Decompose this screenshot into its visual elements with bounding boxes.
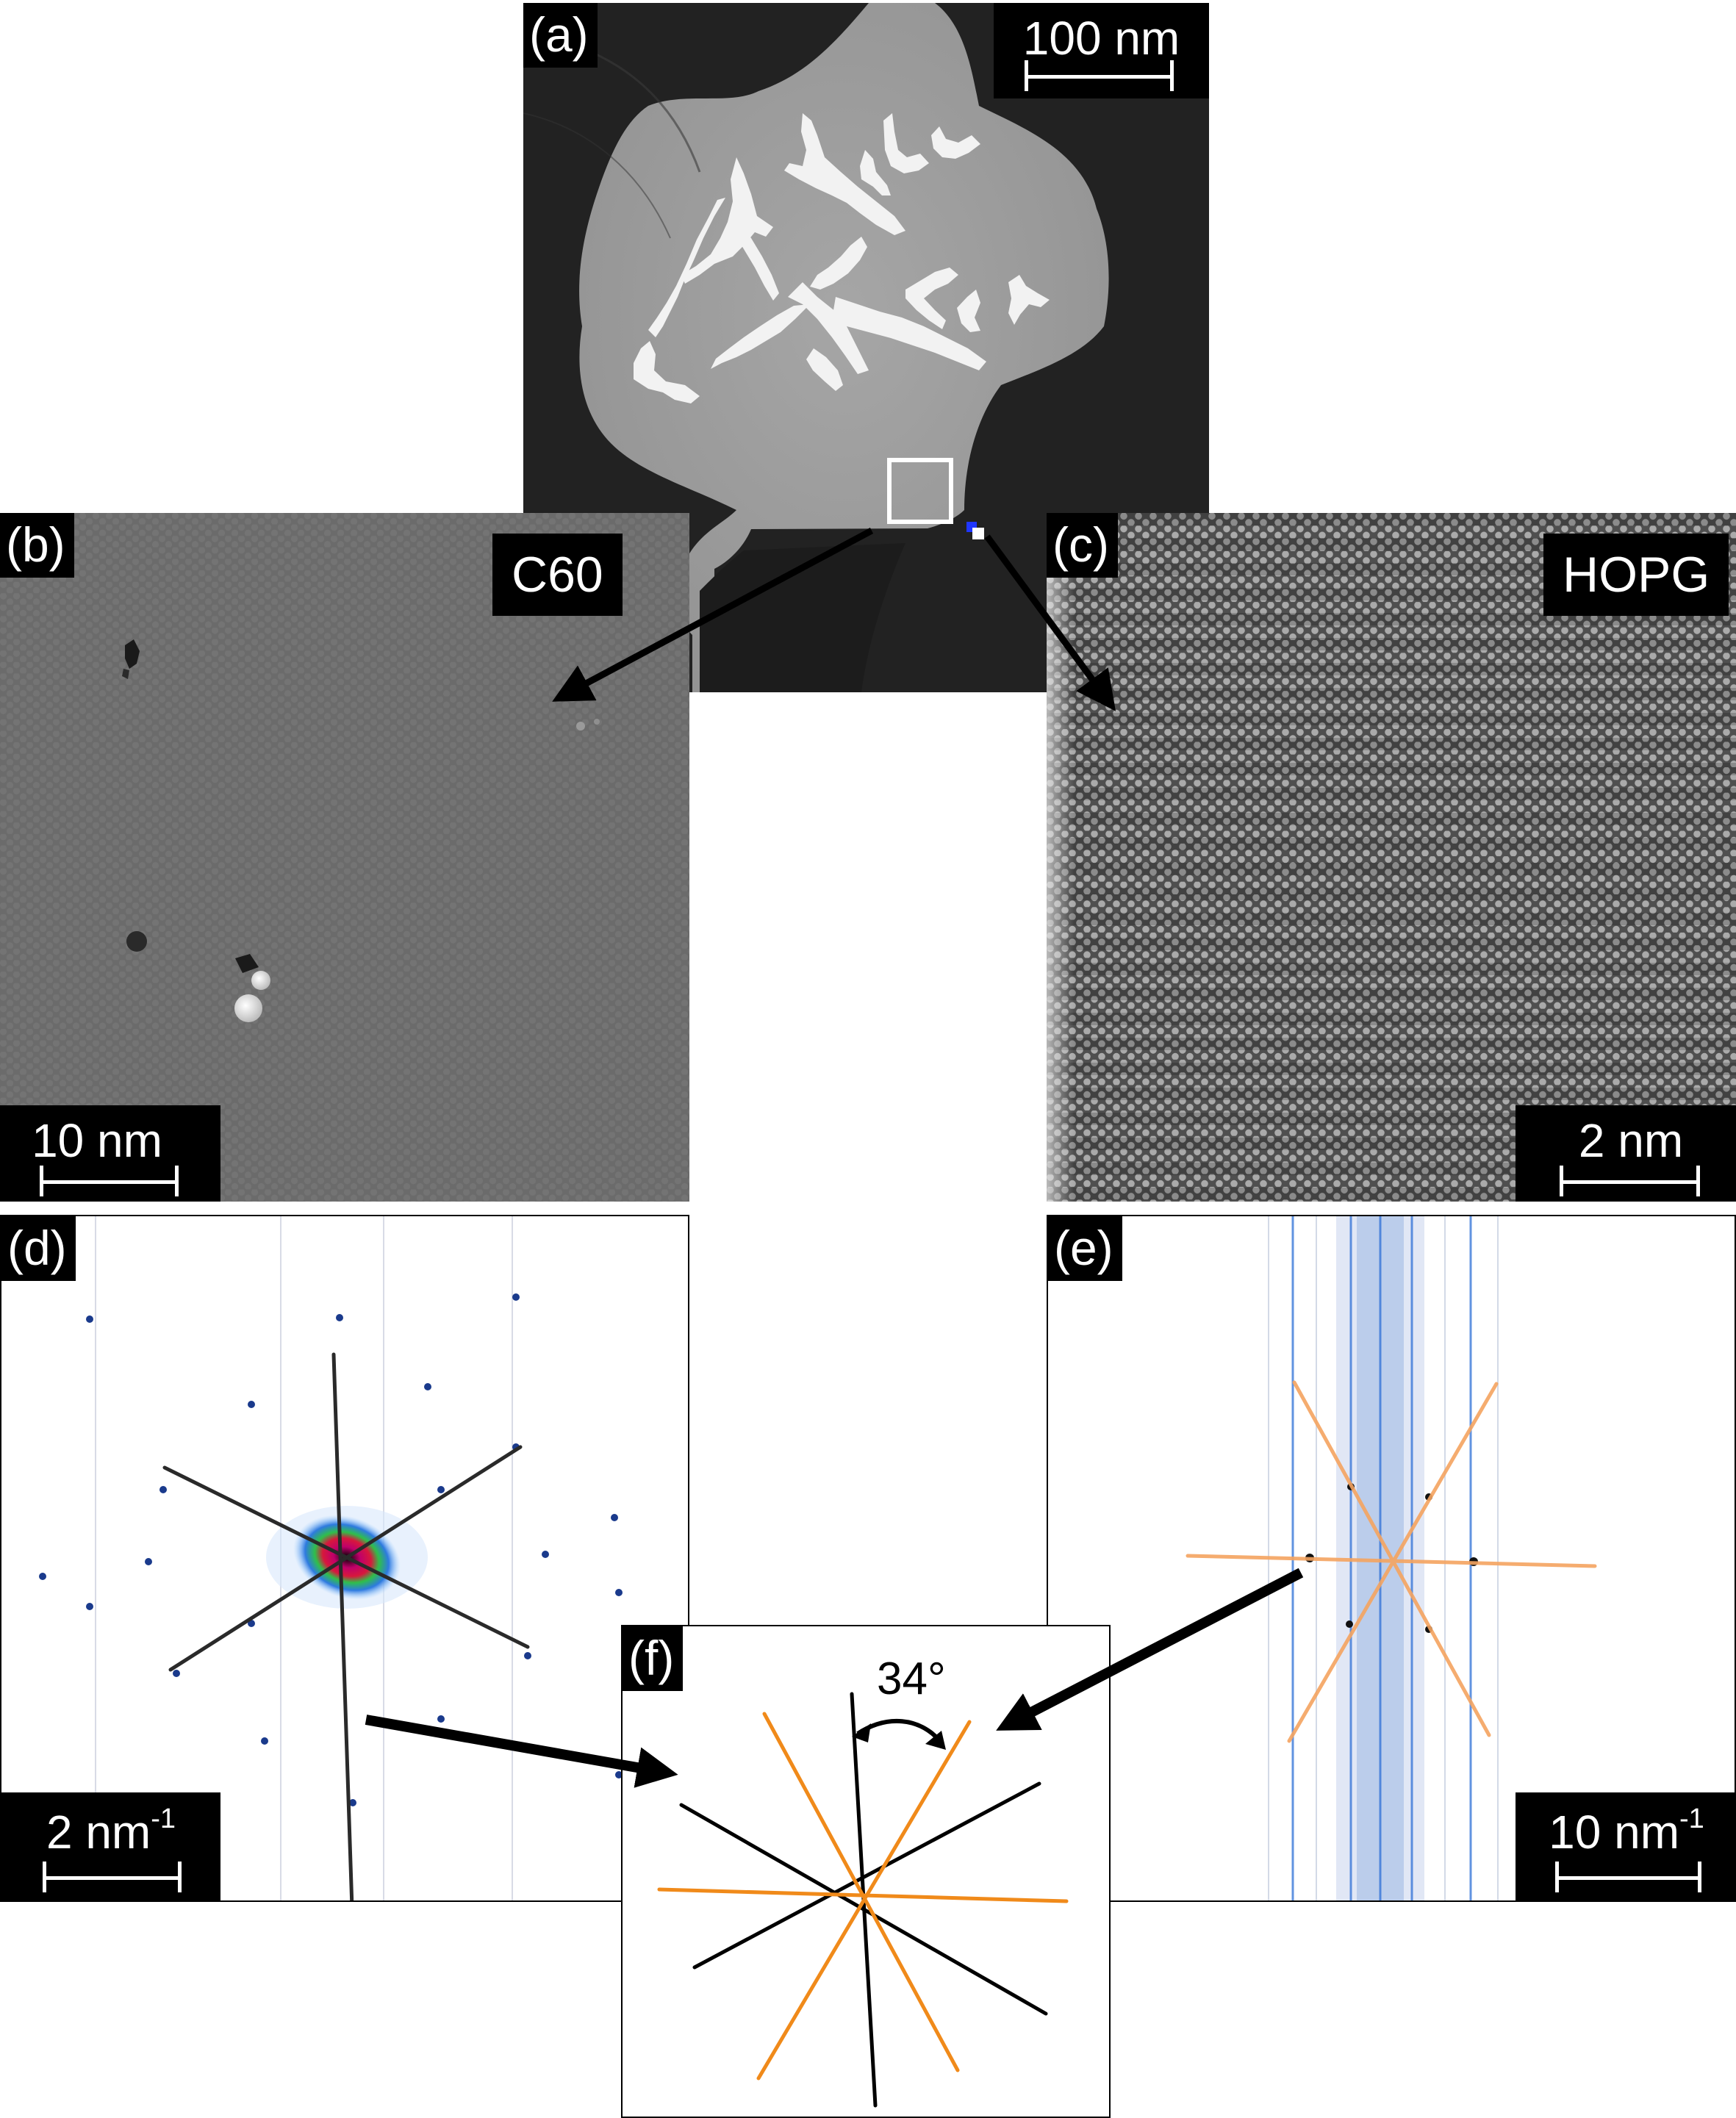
panel-d-label: (d): [1, 1216, 76, 1281]
panel-d-scale-bar: 2 nm-1: [1, 1792, 220, 1900]
c60-fft-guide-lines: [162, 1352, 530, 1900]
panel-d-scale-text: 2 nm-1: [1, 1805, 220, 1859]
panel-e-label: (e): [1048, 1216, 1122, 1281]
panel-a-scale-bar: 100 nm: [994, 3, 1209, 98]
hopg-fft-guide-lines: [1186, 1380, 1597, 1743]
overview-stm-svg: [523, 3, 1209, 692]
dendritic-islands: [634, 113, 1050, 403]
panel-e-scale-exponent: -1: [1679, 1803, 1704, 1834]
panel-d-scale-exponent: -1: [151, 1803, 176, 1834]
zoom-box-hopg-white: [972, 528, 984, 539]
panel-c-material-tag: HOPG: [1543, 534, 1729, 616]
panel-c-label: (c): [1047, 513, 1118, 578]
c60-fft-svg: [39, 1216, 623, 1900]
panel-a-overview-image: (a) 100 nm: [523, 3, 1209, 692]
panel-c-scale-text: 2 nm: [1578, 1114, 1684, 1167]
panel-f-label: (f): [623, 1626, 684, 1691]
panel-e-scale-text: 10 nm-1: [1516, 1805, 1735, 1859]
panel-c-scale-bar: 2 nm: [1516, 1105, 1736, 1202]
panel-d-c60-fft: (d) 2 nm-1: [0, 1215, 689, 1902]
panel-e-scale-bar: 10 nm-1: [1516, 1792, 1735, 1900]
panel-b-label: (b): [0, 513, 74, 578]
angle-schematic-svg: [657, 1692, 1069, 2108]
panel-b-c60-image: (b) C60 10 nm: [0, 513, 689, 1202]
panel-a-label: (a): [523, 3, 598, 68]
panel-c-hopg-image: (c) HOPG 2 nm: [1047, 513, 1736, 1202]
panel-b-material-tag: C60: [492, 534, 623, 616]
panel-b-scale-text: 10 nm: [32, 1114, 162, 1167]
panel-e-scale-value: 10 nm: [1549, 1806, 1680, 1859]
c60-stm-svg: [0, 513, 689, 1202]
panel-a-scale-text: 100 nm: [1022, 12, 1180, 65]
hopg-stm-svg: [1047, 513, 1736, 1202]
panel-b-scale-bar: 10 nm: [0, 1105, 220, 1202]
panel-f-angle-schematic: (f) 34°: [621, 1625, 1111, 2118]
panel-d-scale-value: 2 nm: [46, 1806, 151, 1859]
angle-label: 34°: [877, 1654, 946, 1704]
hopg-lattice-lines: [657, 1712, 1069, 2081]
zoom-box-c60: [887, 458, 953, 524]
hopg-fft-svg: [1186, 1216, 1597, 1900]
panel-e-hopg-fft: (e) 10 nm-1: [1047, 1215, 1736, 1902]
